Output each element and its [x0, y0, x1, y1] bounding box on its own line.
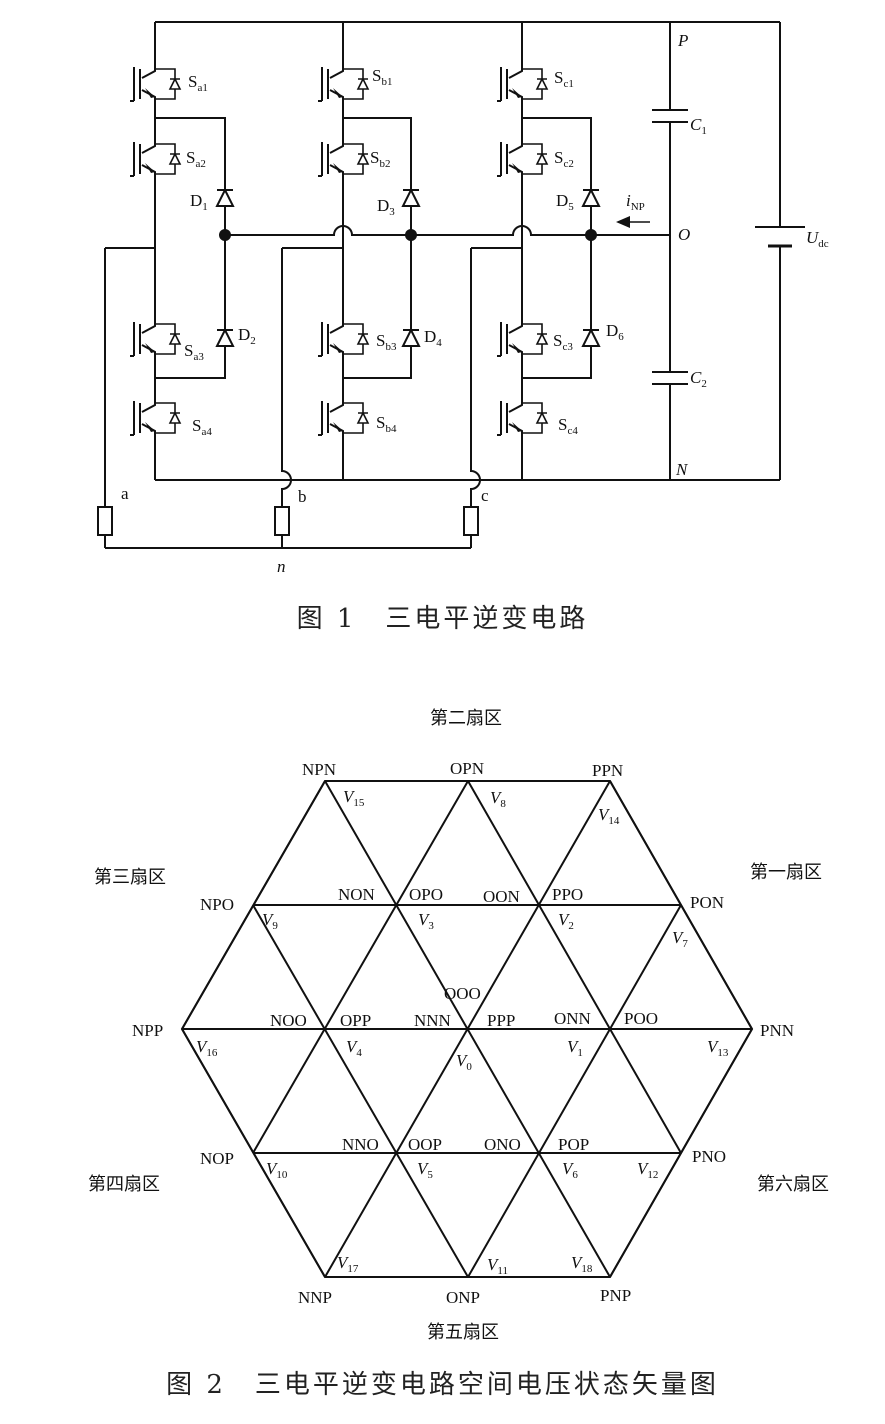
vector-label-v7: V7: [672, 928, 688, 950]
label-sb4: Sb4: [376, 413, 397, 435]
label-sa3: Sa3: [184, 341, 204, 363]
label-sc4: Sc4: [558, 415, 578, 437]
label-inp: iNP: [626, 191, 645, 213]
state-poo: POO: [624, 1009, 658, 1028]
label-sb1: Sb1: [372, 66, 392, 88]
label-d6: D6: [606, 321, 624, 343]
label-c2: C2: [690, 368, 707, 390]
node-n-load: n: [277, 557, 286, 576]
sector-6: 第六扇区: [757, 1174, 829, 1195]
vector-label-v1: V1: [567, 1037, 583, 1059]
label-c1: C1: [690, 115, 707, 137]
vector-label-v3: V3: [418, 910, 434, 932]
state-nop: NOP: [200, 1149, 234, 1168]
state-pnp: PNP: [600, 1286, 631, 1305]
state-oon: OON: [483, 887, 520, 906]
label-sc2: Sc2: [554, 148, 574, 170]
vector-label-v14: V14: [598, 805, 620, 827]
vector-label-v18: V18: [571, 1253, 593, 1275]
circuit-diagram: Sa1 Sa2 Sa3 Sa4 Sb1 Sb2 Sb3 Sb4 Sc1 Sc2 …: [97, 21, 829, 576]
node-n-bus: N: [675, 460, 689, 479]
vector-label-v10: V10: [266, 1159, 288, 1181]
node-p: P: [677, 31, 688, 50]
node-o: O: [678, 225, 690, 244]
sector-3: 第三扇区: [94, 867, 166, 888]
sector-2: 第二扇区: [430, 708, 502, 729]
label-sb2: Sb2: [370, 148, 390, 170]
node-c: c: [481, 486, 489, 505]
label-udc: Udc: [806, 228, 829, 250]
state-ppo: PPO: [552, 885, 583, 904]
state-opo: OPO: [409, 885, 443, 904]
sector-4: 第四扇区: [88, 1174, 160, 1195]
vector-label-v8: V8: [490, 788, 506, 810]
state-ono: ONO: [484, 1135, 521, 1154]
state-nnp: NNP: [298, 1288, 332, 1307]
state-oop: OOP: [408, 1135, 442, 1154]
state-pon: PON: [690, 893, 724, 912]
vector-label-v11: V11: [487, 1255, 508, 1277]
vector-label-v9: V9: [262, 910, 278, 932]
sector-5: 第五扇区: [427, 1322, 499, 1343]
label-d4: D4: [424, 327, 442, 349]
vector-label-v16: V16: [196, 1037, 218, 1059]
vector-label-v12: V12: [637, 1159, 658, 1181]
sector-1: 第一扇区: [750, 862, 822, 883]
state-noo: NOO: [270, 1011, 307, 1030]
label-sa1: Sa1: [188, 72, 208, 94]
label-sa2: Sa2: [186, 148, 206, 170]
figure2-caption: 图 2 三电平逆变电路空间电压状态矢量图: [166, 1370, 719, 1400]
vector-label-v15: V15: [343, 787, 365, 809]
state-nno: NNO: [342, 1135, 379, 1154]
state-ppn: PPN: [592, 761, 623, 780]
node-a: a: [121, 484, 129, 503]
state-pnn: PNN: [760, 1021, 794, 1040]
label-sb3: Sb3: [376, 331, 397, 353]
state-opn: OPN: [450, 759, 484, 778]
state-non: NON: [338, 885, 375, 904]
vector-diagram: 第二扇区 第三扇区 第一扇区 第四扇区 第六扇区 第五扇区 NPN OPN PP…: [88, 708, 829, 1343]
vector-label-v6: V6: [562, 1159, 578, 1181]
state-npo: NPO: [200, 895, 234, 914]
state-onn: ONN: [554, 1009, 591, 1028]
state-nnn: NNN: [414, 1011, 451, 1030]
state-npp: NPP: [132, 1021, 163, 1040]
vector-label-v17: V17: [337, 1253, 359, 1275]
state-pno: PNO: [692, 1147, 726, 1166]
label-d2: D2: [238, 325, 256, 347]
label-d5: D5: [556, 191, 574, 213]
label-sa4: Sa4: [192, 416, 212, 438]
vector-label-v5: V5: [417, 1159, 433, 1181]
state-npn: NPN: [302, 760, 336, 779]
vector-label-v13: V13: [707, 1037, 729, 1059]
state-ooo: OOO: [444, 984, 481, 1003]
vector-label-v2: V2: [558, 910, 574, 932]
state-opp: OPP: [340, 1011, 371, 1030]
state-pop: POP: [558, 1135, 589, 1154]
state-ppp: PPP: [487, 1011, 515, 1030]
vector-label-v4: V4: [346, 1037, 362, 1059]
label-d3: D3: [377, 196, 395, 218]
node-b: b: [298, 487, 307, 506]
state-onp: ONP: [446, 1288, 480, 1307]
figure1-caption: 图 1 三电平逆变电路: [296, 604, 589, 634]
vector-label-v0: V0: [456, 1051, 472, 1073]
label-d1: D1: [190, 191, 208, 213]
label-sc1: Sc1: [554, 68, 574, 90]
label-sc3: Sc3: [553, 331, 573, 353]
